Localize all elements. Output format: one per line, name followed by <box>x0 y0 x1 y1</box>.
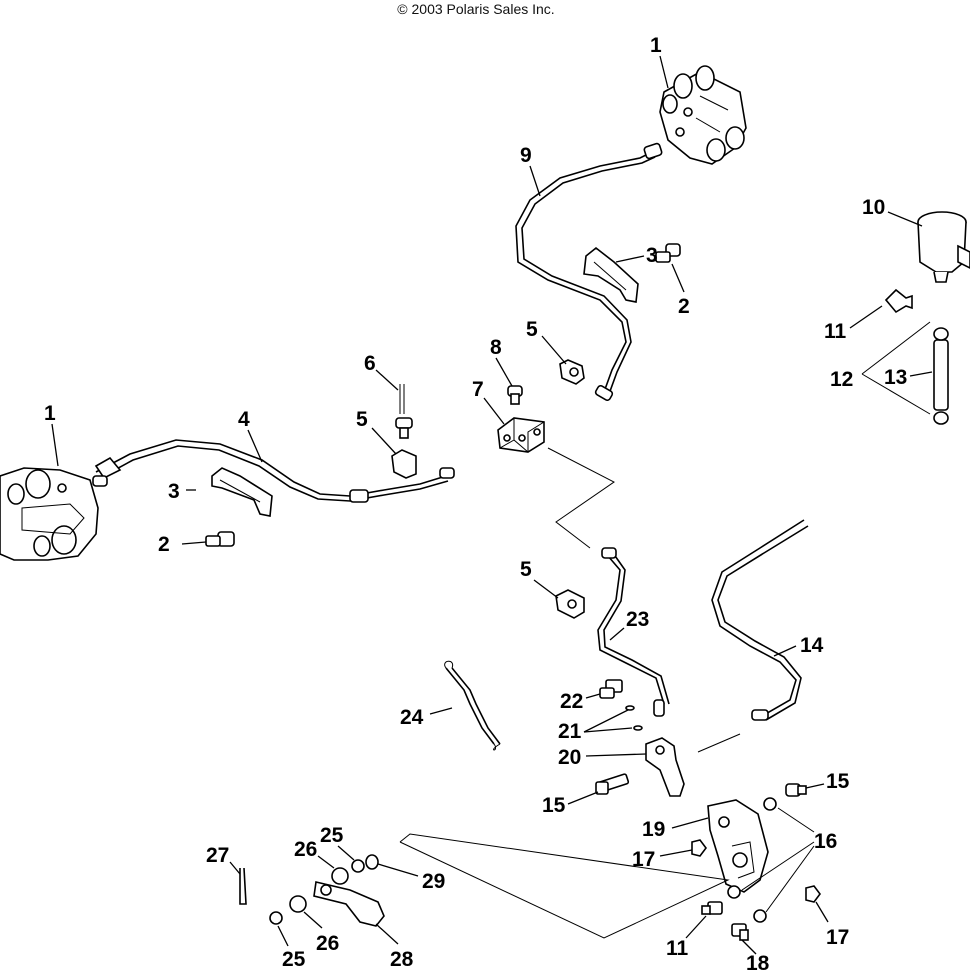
label-15-left: 15 <box>542 794 566 817</box>
bolt-11-lower <box>701 901 723 915</box>
bushing-26-upper <box>331 867 349 885</box>
label-26-lower: 26 <box>316 932 339 955</box>
pedal-bracket <box>707 799 769 893</box>
label-23: 23 <box>626 608 649 631</box>
brake-junction-block <box>497 417 545 453</box>
hose-bracket-left <box>211 467 273 517</box>
bolt-15-left <box>595 773 630 795</box>
master-cylinder <box>645 737 685 797</box>
nut-17-left <box>691 839 707 857</box>
label-1-top: 1 <box>650 34 662 57</box>
label-7: 7 <box>472 378 484 401</box>
washer-16-bottom <box>753 909 767 923</box>
label-14: 14 <box>800 634 824 657</box>
washer-25-upper <box>351 859 365 873</box>
label-11-bottom: 11 <box>666 937 689 960</box>
bolt-left <box>205 531 235 547</box>
label-17-right: 17 <box>826 926 849 949</box>
label-10: 10 <box>862 196 885 219</box>
bolt-6 <box>395 384 413 439</box>
label-1-left: 1 <box>44 402 56 425</box>
bolt-18 <box>731 923 749 941</box>
banjo-bolt <box>599 679 623 699</box>
sealing-washers <box>625 705 643 731</box>
label-9: 9 <box>520 144 532 167</box>
snap-ring-29 <box>365 854 379 870</box>
bolt-upper <box>655 243 681 263</box>
label-5-left: 5 <box>356 408 368 431</box>
label-16: 16 <box>814 830 837 853</box>
label-15-right: 15 <box>826 770 850 793</box>
brake-fluid-reservoir <box>917 211 970 283</box>
label-5-top: 5 <box>526 318 538 341</box>
label-13: 13 <box>884 366 907 389</box>
label-25-lower: 25 <box>282 948 306 971</box>
hose-bracket-upper <box>583 246 639 303</box>
connector-line-rear <box>697 733 741 753</box>
label-2-left: 2 <box>158 533 170 556</box>
label-17-left: 17 <box>632 848 655 871</box>
clevis-pin <box>239 867 247 905</box>
leader-lines <box>51 55 933 955</box>
hose-clip-upper <box>559 359 585 385</box>
label-22: 22 <box>560 690 583 713</box>
brake-hose-rear <box>711 519 809 721</box>
label-28: 28 <box>390 948 414 971</box>
return-spring <box>444 660 501 751</box>
copyright-notice: © 2003 Polaris Sales Inc. <box>397 1 554 17</box>
pedal-link-arm <box>313 881 385 927</box>
label-27: 27 <box>206 844 229 867</box>
label-3-top: 3 <box>646 244 658 267</box>
hose-clip-left <box>391 449 417 479</box>
label-18: 18 <box>746 952 770 972</box>
connector-line-junction <box>547 447 615 549</box>
label-24: 24 <box>400 706 424 729</box>
label-26-upper: 26 <box>294 838 317 861</box>
hose-fitting-upper <box>884 288 913 314</box>
washer-leader-lines <box>741 807 815 913</box>
nut-17-right <box>805 885 821 903</box>
junction-bolt <box>507 385 523 405</box>
label-11-top: 11 <box>824 320 847 343</box>
brake-caliper-right <box>659 65 747 165</box>
label-29: 29 <box>422 870 445 893</box>
label-4: 4 <box>238 408 250 431</box>
washer-16-mid <box>727 885 741 899</box>
hose-clip-lower <box>555 589 585 619</box>
label-3-left: 3 <box>168 480 180 503</box>
label-25-upper: 25 <box>320 824 344 847</box>
label-8: 8 <box>490 336 502 359</box>
bushing-26-lower <box>289 895 307 913</box>
brake-hose-left <box>92 439 455 503</box>
label-2-top: 2 <box>678 295 690 318</box>
bolt-15-right <box>785 783 807 797</box>
brake-hose-master <box>597 547 670 717</box>
reservoir-hose <box>933 327 949 425</box>
label-12: 12 <box>830 368 853 391</box>
clamp-leader-lines <box>861 321 931 415</box>
linkage-connector-lines <box>399 833 730 939</box>
washer-16-top <box>763 797 777 811</box>
label-6: 6 <box>364 352 376 375</box>
brake-hose-upper <box>515 142 663 402</box>
brake-caliper-left <box>0 467 99 561</box>
label-19: 19 <box>642 818 665 841</box>
label-5-lower: 5 <box>520 558 532 581</box>
label-20: 20 <box>558 746 581 769</box>
washer-25-lower <box>269 911 283 925</box>
label-21: 21 <box>558 720 582 743</box>
